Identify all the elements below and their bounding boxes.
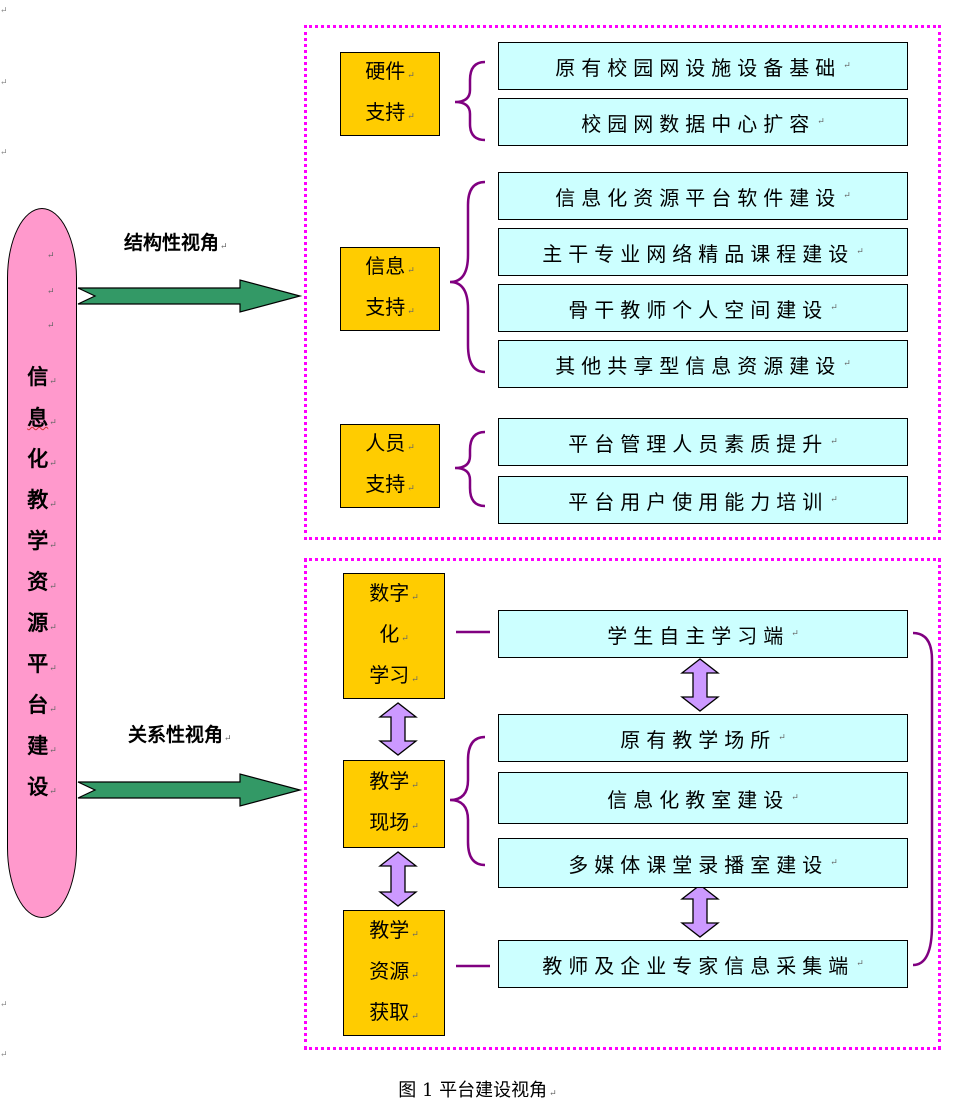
platform-title-char: 平↵	[27, 651, 57, 676]
platform-title-char: 息↵	[27, 405, 57, 430]
structural-item: 信息化资源平台软件建设↵	[498, 172, 908, 220]
staff-support-box: 人员↵ 支持↵	[340, 424, 440, 508]
digital-learning-box: 数字↵ 化↵ 学习↵	[343, 573, 445, 699]
double-arrow-2	[378, 851, 418, 907]
relational-item: 学生自主学习端↵	[498, 610, 908, 658]
structural-item: 其他共享型信息资源建设↵	[498, 340, 908, 388]
platform-title-pill: 信↵ 息↵ 化↵ 教↵ 学↵ 资↵ 源↵ 平↵ 台↵ 建↵ 设↵ ↵ ↵ ↵	[7, 208, 77, 918]
relational-arrow	[77, 773, 303, 807]
margin-paragraph-mark: ↵	[0, 1000, 8, 1010]
pill-paragraph-mark: ↵	[47, 251, 55, 261]
margin-paragraph-mark: ↵	[0, 148, 8, 158]
figure-caption: 图 1 平台建设视角↵	[398, 1080, 557, 1101]
pill-paragraph-mark: ↵	[47, 321, 55, 331]
relational-view-label: 关系性视角↵	[128, 724, 232, 746]
margin-paragraph-mark: ↵	[0, 78, 8, 88]
resource-acquisition-box: 教学↵ 资源↵ 获取↵	[343, 910, 445, 1036]
structural-view-label: 结构性视角↵	[124, 232, 228, 254]
margin-paragraph-mark: ↵	[0, 6, 8, 16]
double-arrow-3	[680, 658, 720, 712]
structural-arrow	[77, 279, 303, 313]
info-support-box: 信息↵ 支持↵	[340, 247, 440, 331]
structural-frame	[304, 25, 941, 540]
relational-item: 教师及企业专家信息采集端↵	[498, 940, 908, 988]
relational-item: 信息化教室建设↵	[498, 772, 908, 824]
structural-item: 主干专业网络精品课程建设↵	[498, 228, 908, 276]
teaching-scene-box: 教学↵ 现场↵	[343, 760, 445, 848]
double-arrow-4	[680, 884, 720, 938]
staff-brace	[454, 430, 486, 508]
hardware-brace	[454, 60, 486, 142]
double-arrow-1	[378, 702, 418, 756]
platform-title-char: 源↵	[27, 610, 57, 635]
platform-title-char: 资↵	[27, 569, 57, 594]
platform-title-char: 信↵	[27, 364, 57, 389]
hardware-support-box: 硬件↵ 支持↵	[340, 52, 440, 136]
right-brace	[912, 631, 934, 967]
structural-item: 平台用户使用能力培训↵	[498, 476, 908, 524]
platform-title-char: 设↵	[27, 774, 57, 799]
platform-title: 信↵ 息↵ 化↵ 教↵ 学↵ 资↵ 源↵ 平↵ 台↵ 建↵ 设↵	[8, 359, 76, 810]
structural-item: 原有校园网设施设备基础↵	[498, 42, 908, 90]
structural-item: 骨干教师个人空间建设↵	[498, 284, 908, 332]
relational-item: 原有教学场所↵	[498, 714, 908, 762]
structural-item: 校园网数据中心扩容↵	[498, 98, 908, 146]
relational-frame	[304, 558, 941, 1050]
platform-title-char: 教↵	[27, 487, 57, 512]
platform-title-char: 学↵	[27, 528, 57, 553]
scene-brace	[449, 735, 486, 867]
platform-title-char: 建↵	[27, 733, 57, 758]
structural-item: 平台管理人员素质提升↵	[498, 418, 908, 466]
pill-paragraph-mark: ↵	[47, 287, 55, 297]
platform-title-char: 化↵	[27, 446, 57, 471]
platform-title-char: 台↵	[27, 692, 57, 717]
relational-item: 多媒体课堂录播室建设↵	[498, 838, 908, 888]
info-brace	[449, 180, 486, 374]
margin-paragraph-mark: ↵	[0, 1050, 8, 1060]
